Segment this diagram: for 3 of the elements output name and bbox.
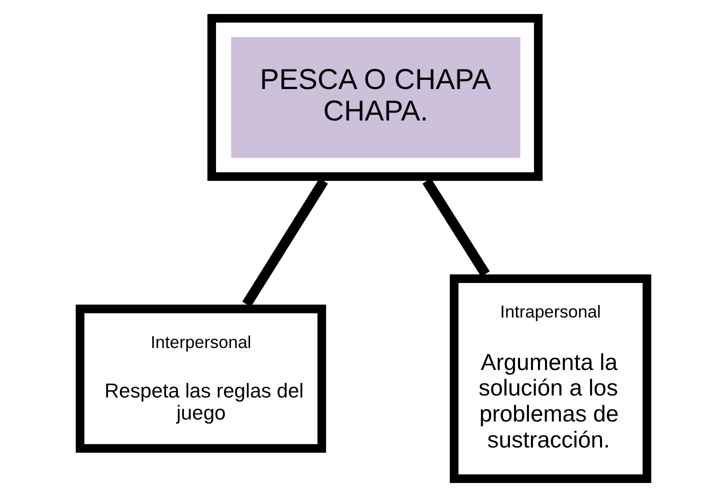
node-box: PESCA O CHAPA CHAPA. [207, 14, 543, 181]
connector [242, 178, 328, 308]
connector [422, 178, 490, 277]
